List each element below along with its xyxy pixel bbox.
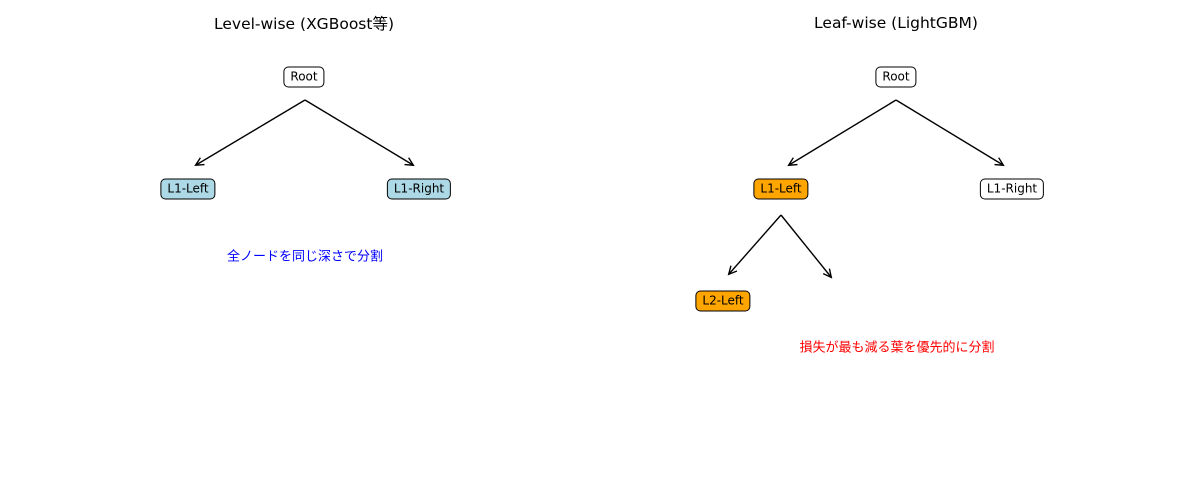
arrow-l1-left-to-l2-right-leaf xyxy=(780,214,833,279)
arrow-right-root-to-l1-left xyxy=(787,99,897,167)
leaf-wise-l1-left-node: L1-Left xyxy=(753,178,809,200)
leaf-wise-title: Leaf-wise (LightGBM) xyxy=(814,14,978,32)
level-wise-l1-right-node: L1-Right xyxy=(386,178,452,200)
leaf-wise-caption: 損失が最も減る葉を優先的に分割 xyxy=(799,340,995,356)
level-wise-root-node: Root xyxy=(283,66,325,88)
arrow-right-root-to-l1-right xyxy=(895,99,1005,167)
level-wise-caption: 全ノードを同じ深さで分割 xyxy=(226,249,384,265)
arrow-left-root-to-l1-left xyxy=(194,99,306,167)
level-wise-title: Level-wise (XGBoost等) xyxy=(213,15,395,33)
leaf-wise-l2-left-node: L2-Left xyxy=(695,290,751,312)
level-wise-l1-left-node: L1-Left xyxy=(160,178,216,200)
arrow-left-root-to-l1-right xyxy=(304,99,415,167)
leaf-wise-l1-right-node: L1-Right xyxy=(979,178,1045,200)
arrow-l1-left-to-l2-left xyxy=(727,214,782,276)
leaf-wise-root-node: Root xyxy=(875,66,917,88)
